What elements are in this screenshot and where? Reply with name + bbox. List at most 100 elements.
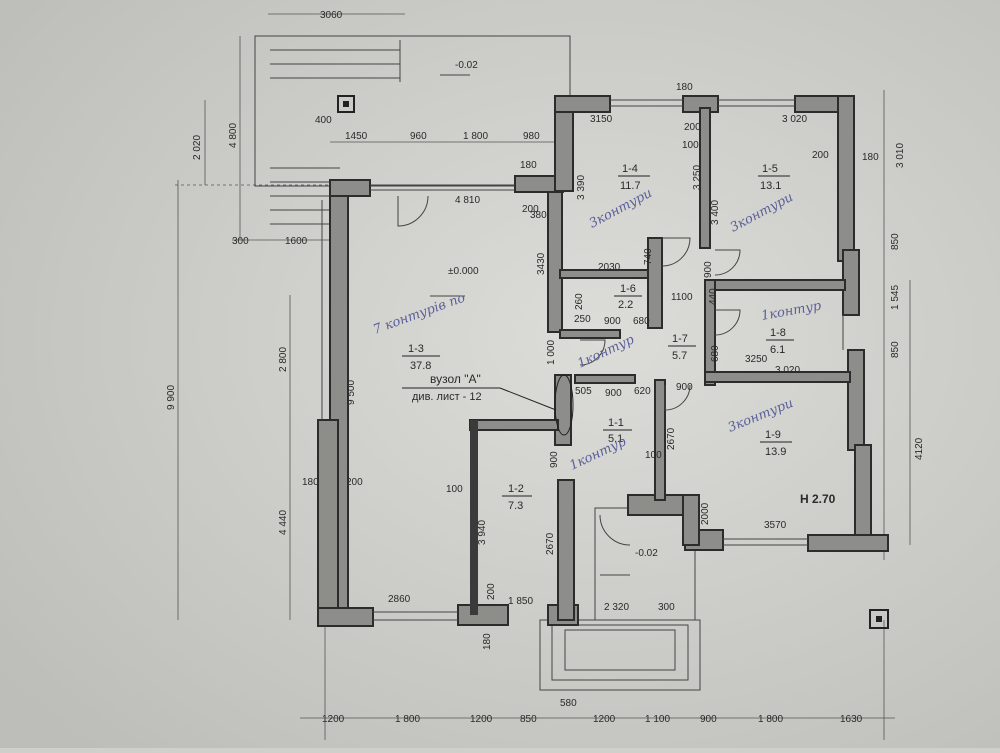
svg-text:2670: 2670 bbox=[545, 532, 556, 555]
dim-850-right2: 850 bbox=[890, 341, 901, 358]
dim-3010: 3 010 bbox=[895, 143, 906, 168]
svg-text:37.8: 37.8 bbox=[410, 360, 431, 372]
svg-text:180: 180 bbox=[482, 633, 493, 650]
dim-b-900: 900 bbox=[700, 714, 717, 725]
dim-9900: 9 900 bbox=[166, 385, 177, 410]
svg-text:1-5: 1-5 bbox=[762, 163, 778, 175]
svg-text:2.2: 2.2 bbox=[618, 299, 633, 311]
svg-text:3250: 3250 bbox=[745, 354, 768, 365]
dim-960: 960 bbox=[410, 131, 427, 142]
right-dimensions: 3 010 180 850 1 545 850 4120 bbox=[862, 90, 925, 560]
svg-text:5.1: 5.1 bbox=[608, 433, 623, 445]
svg-text:100: 100 bbox=[446, 484, 463, 495]
svg-text:680: 680 bbox=[710, 345, 721, 362]
svg-text:1-3: 1-3 bbox=[408, 343, 424, 355]
dim-2020: 2 020 bbox=[192, 135, 203, 160]
room-1-2: 1-2 7.3 bbox=[502, 483, 532, 512]
interior-dimensions: 4 810 3150 3 020 180 180 200 200 200 100… bbox=[346, 82, 829, 650]
column-marker bbox=[337, 95, 355, 113]
svg-text:3 940: 3 940 bbox=[477, 520, 488, 545]
svg-text:3570: 3570 bbox=[764, 520, 787, 531]
dim-b-1200a: 1200 bbox=[322, 714, 345, 725]
svg-text:200: 200 bbox=[684, 122, 701, 133]
svg-text:9 500: 9 500 bbox=[346, 380, 357, 405]
dim-b-580: 580 bbox=[560, 698, 577, 709]
svg-text:2 320: 2 320 bbox=[604, 602, 629, 613]
terrace-level: -0.02 bbox=[455, 60, 478, 71]
svg-text:180: 180 bbox=[520, 160, 537, 171]
room-1-4: 1-4 11.7 bbox=[618, 163, 650, 192]
svg-text:5.7: 5.7 bbox=[672, 350, 687, 362]
room-1-1: 1-1 5.1 bbox=[603, 417, 632, 445]
dim-b-850: 850 bbox=[520, 714, 537, 725]
svg-text:2000: 2000 bbox=[700, 502, 711, 525]
svg-text:1100: 1100 bbox=[671, 292, 693, 303]
svg-text:100: 100 bbox=[682, 140, 699, 151]
svg-text:2030: 2030 bbox=[598, 262, 621, 273]
svg-text:1-7: 1-7 bbox=[672, 333, 688, 345]
svg-text:1-8: 1-8 bbox=[770, 327, 786, 339]
svg-text:3 020: 3 020 bbox=[775, 365, 800, 376]
dim-180-right: 180 bbox=[862, 152, 879, 163]
dim-1800: 1 800 bbox=[463, 131, 488, 142]
svg-text:260: 260 bbox=[574, 293, 585, 310]
room-1-8: 1-8 6.1 bbox=[766, 327, 794, 356]
svg-text:3 400: 3 400 bbox=[710, 200, 721, 225]
dim-2800: 2 800 bbox=[278, 347, 289, 372]
svg-text:13.9: 13.9 bbox=[765, 446, 786, 458]
svg-text:1-2: 1-2 bbox=[508, 483, 524, 495]
dim-400: 400 bbox=[315, 115, 332, 126]
room-1-3: 1-3 37.8 bbox=[402, 343, 440, 372]
level-mark: ±0.000 bbox=[448, 266, 479, 277]
dim-4120: 4120 bbox=[914, 437, 925, 460]
svg-text:740: 740 bbox=[643, 248, 654, 265]
svg-text:900: 900 bbox=[676, 382, 693, 393]
svg-text:900: 900 bbox=[605, 388, 622, 399]
svg-text:4 810: 4 810 bbox=[455, 195, 480, 206]
svg-text:1 850: 1 850 bbox=[508, 596, 533, 607]
svg-text:11.7: 11.7 bbox=[620, 180, 641, 192]
dim-b-1630: 1630 bbox=[840, 714, 863, 725]
entrance-porch: -0.02 bbox=[539, 507, 889, 691]
dim-1545: 1 545 bbox=[890, 285, 901, 310]
entrance-level: -0.02 bbox=[635, 548, 658, 559]
room-1-9: 1-9 13.9 bbox=[760, 429, 792, 458]
svg-text:250: 250 bbox=[574, 314, 591, 325]
svg-text:2860: 2860 bbox=[388, 594, 411, 605]
svg-text:900: 900 bbox=[703, 261, 714, 278]
dim-180-left: 180 bbox=[302, 477, 319, 488]
room-1-7: 1-7 5.7 bbox=[668, 333, 696, 362]
svg-text:180: 180 bbox=[676, 82, 693, 93]
svg-text:200: 200 bbox=[812, 150, 829, 161]
svg-text:900: 900 bbox=[549, 451, 560, 468]
dim-b-1200b: 1200 bbox=[470, 714, 493, 725]
column-marker-right bbox=[869, 609, 889, 629]
svg-text:505: 505 bbox=[575, 386, 592, 397]
bottom-dimensions: 1200 1 800 1200 850 580 1200 1 100 900 1… bbox=[300, 620, 895, 740]
terrace: 3060 -0.02 400 1450 960 1 800 980 300 16… bbox=[232, 10, 571, 247]
svg-text:1-6: 1-6 bbox=[620, 283, 636, 295]
dim-1450: 1450 bbox=[345, 131, 368, 142]
svg-text:620: 620 bbox=[634, 386, 651, 397]
node-ref-sheet: див. лист - 12 bbox=[412, 391, 482, 403]
svg-text:7.3: 7.3 bbox=[508, 500, 523, 512]
svg-text:100: 100 bbox=[645, 450, 662, 461]
height-mark: Н 2.70 bbox=[800, 492, 836, 506]
svg-text:3150: 3150 bbox=[590, 114, 613, 125]
dim-b-1800a: 1 800 bbox=[395, 714, 420, 725]
svg-text:6.1: 6.1 bbox=[770, 344, 785, 356]
svg-text:1 000: 1 000 bbox=[546, 340, 557, 365]
dim-3060: 3060 bbox=[320, 10, 343, 21]
dim-4800: 4 800 bbox=[228, 123, 239, 148]
svg-text:300: 300 bbox=[658, 602, 675, 613]
svg-text:380: 380 bbox=[530, 210, 547, 221]
svg-text:3 020: 3 020 bbox=[782, 114, 807, 125]
svg-text:3 250: 3 250 bbox=[692, 165, 703, 190]
room-1-5: 1-5 13.1 bbox=[758, 163, 790, 192]
svg-text:900: 900 bbox=[604, 316, 621, 327]
room-labels: 1-3 37.8 1-4 11.7 1-5 13.1 1-6 2.2 1-7 5… bbox=[402, 163, 794, 512]
dim-b-1200c: 1200 bbox=[593, 714, 616, 725]
svg-text:1-9: 1-9 bbox=[765, 429, 781, 441]
